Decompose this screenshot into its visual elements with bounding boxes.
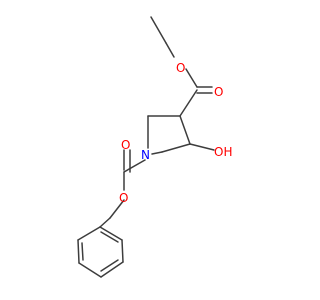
bond-o-benzyl-ch2 <box>109 199 125 219</box>
structure-diagram: O O OH N O O <box>77 16 232 278</box>
bond-c4-c5 <box>161 143 191 153</box>
bond-ph-inner-2 <box>100 259 119 272</box>
bond-o-carbonyl-c <box>185 68 198 88</box>
atom-carbamate-carbonyl-oxygen: O <box>121 138 130 152</box>
bond-ch3-ch2 <box>150 16 167 44</box>
atom-carbamate-ester-oxygen: O <box>119 191 128 205</box>
bond-ph-2 <box>121 239 124 263</box>
bond-ph-1 <box>99 226 123 241</box>
bond-c5-n <box>151 151 163 155</box>
bond-carbonyl-c3 <box>179 89 198 117</box>
atom-ester-oxygen: O <box>176 61 185 75</box>
bond-c4-oh <box>189 143 215 151</box>
bond-c3-c4 <box>179 115 191 145</box>
atom-hydroxyl-oxygen: OH <box>214 145 232 159</box>
bond-ph-3 <box>100 261 124 278</box>
atom-ester-carbonyl-oxygen: O <box>214 85 223 99</box>
bond-ph-5 <box>77 239 80 264</box>
bond-ch2-o <box>165 42 175 58</box>
bond-benzyl-ch2-ring <box>99 217 111 228</box>
bond-ph-6 <box>77 226 101 241</box>
molecule-canvas: O O OH N O O <box>77 16 232 278</box>
bond-ph-4 <box>78 262 102 278</box>
bond-ph-inner-3 <box>81 242 84 261</box>
bond-n-carbamate-c <box>123 159 146 173</box>
atom-nitrogen: N <box>141 148 150 162</box>
bond-ph-inner-1 <box>100 231 119 243</box>
